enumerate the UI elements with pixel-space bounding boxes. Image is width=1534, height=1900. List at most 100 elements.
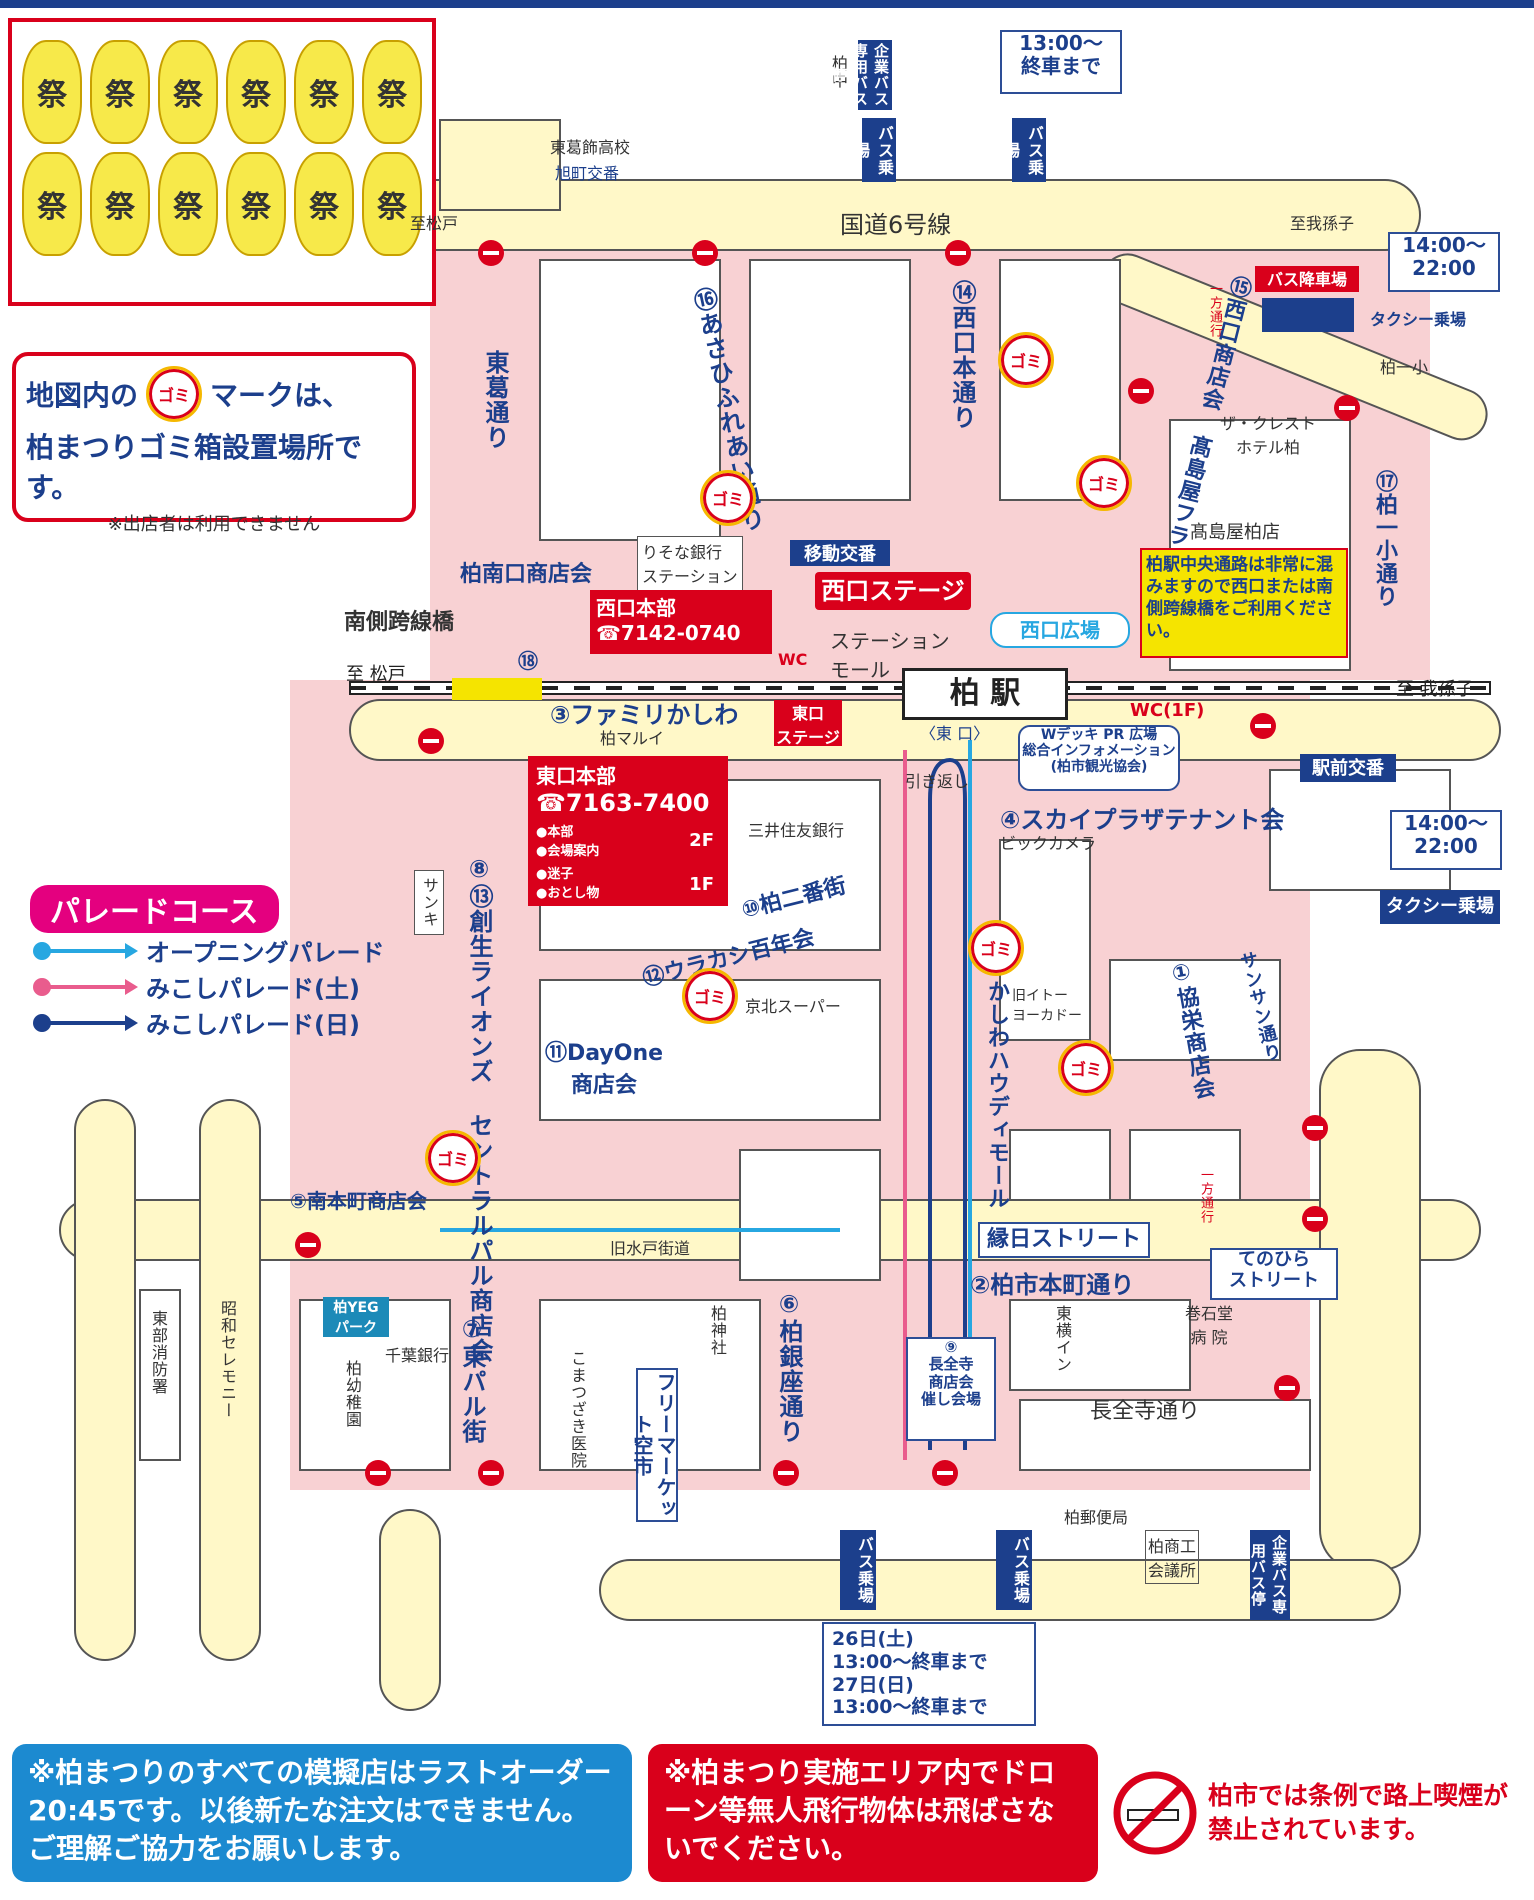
lantern-icon: 祭: [226, 152, 286, 256]
east-honbu-item: ●おとし物: [536, 886, 600, 901]
takashimaya-label: 髙島屋柏店: [1190, 522, 1280, 543]
west-plaza-box: 西口広場: [990, 612, 1130, 648]
no-entry-icon: [945, 240, 971, 266]
street-east-pal: ⑦東パル街: [458, 1315, 486, 1444]
time-box-b: 14:00〜 22:00: [1390, 810, 1502, 870]
kashiwa-chu-label: 柏中: [826, 55, 850, 89]
gomi-notice-line1: 地図内の ゴミ マークは、: [26, 366, 402, 422]
lantern-icon: 祭: [294, 40, 354, 144]
east-honbu-2f: 2F: [689, 830, 714, 851]
idou-koban: 移動交番: [790, 540, 890, 566]
no-entry-icon: [1250, 713, 1276, 739]
nishi-stage: 西口ステージ: [815, 572, 971, 610]
gomi-icon: ゴミ: [425, 1130, 481, 1186]
road-west-vertical-1: [74, 1099, 136, 1661]
kashiwa-yeg: 柏YEG パーク: [323, 1297, 389, 1337]
legend-sun-label: みこしパレード(日): [146, 1011, 360, 1039]
bus-drop-off-lot: [1262, 298, 1354, 332]
lantern-icon: 祭: [90, 40, 150, 144]
nishi-honbu: 西口本部 ☎7142-0740: [590, 590, 772, 654]
block-1: [539, 259, 721, 541]
free-market-box: フリーマーケット空市: [630, 1368, 678, 1522]
route6-label: 国道6号線: [840, 211, 952, 239]
fire-station: 東部消防署: [149, 1310, 168, 1395]
ennichi-street-box: 縁日ストリート: [978, 1222, 1150, 1258]
block-12: [1129, 1129, 1241, 1201]
oneway-2: 一方通行: [1207, 282, 1222, 338]
east-honbu-tel: ☎7163-7400: [536, 789, 710, 817]
lantern-icon: 祭: [158, 40, 218, 144]
road-bottom-vertical: [379, 1509, 441, 1711]
kashiwa-kindergarten: 柏幼稚園: [343, 1360, 362, 1428]
no-entry-icon: [1274, 1375, 1300, 1401]
bus-stop-d: バス乗場: [996, 1530, 1032, 1610]
block-17: [139, 1289, 181, 1461]
street-central-pal: ⑧⑬創生ライオンズ セントラルパル商店会: [465, 855, 493, 1363]
to-abiko-top: 至我孫子: [1290, 214, 1355, 233]
street-sky-plaza: ④スカイプラザテナント会: [1000, 806, 1285, 834]
road-top-north: [439, 119, 561, 211]
wdeck-box: Wデッキ PR 広場 総合インフォメーション (柏市観光協会): [1018, 725, 1180, 791]
gomi-notice-text4: ※出店者は利用できません: [107, 514, 321, 535]
bus-stop-c: バス乗場: [840, 1530, 876, 1610]
bus-stop-b: バス乗場: [1001, 118, 1046, 182]
street-chozenji: 長全寺通り: [1090, 1399, 1201, 1424]
gomi-icon: ゴミ: [1058, 1040, 1114, 1096]
no-entry-icon: [932, 1460, 958, 1486]
hikikaeshi-label: 引き返し: [905, 772, 970, 791]
lantern-icon: 祭: [362, 40, 422, 144]
higashi-stage: 東口 ステージ: [774, 700, 842, 747]
bic-label: ビックカメラ: [1000, 834, 1097, 853]
header-strip: [0, 0, 1534, 8]
footer-right: 柏市では条例で路上喫煙が禁止されています。: [1110, 1744, 1530, 1882]
no-entry-icon: [365, 1460, 391, 1486]
street-n18: ⑱: [518, 649, 538, 673]
corp-bus-stop-bottom: 企業バス専用バス停: [1249, 1530, 1290, 1620]
lantern-icon: 祭: [90, 152, 150, 256]
station-mall-w: ステーション モール: [830, 629, 950, 682]
lantern-icon: 祭: [226, 40, 286, 144]
keihoku-label: 京北スーパー: [745, 997, 841, 1016]
lantern-icon: 祭: [22, 40, 82, 144]
no-entry-icon: [478, 1460, 504, 1486]
street-dayone: ⑪DayOne 商店会: [545, 1041, 664, 1098]
post-office-label: 柏郵便局: [1064, 1508, 1129, 1527]
showa-ceremony: 昭和セレモニー: [218, 1300, 237, 1419]
ekimae-koban: 駅前交番: [1300, 754, 1396, 782]
chamber-label: 柏商工 会議所: [1145, 1530, 1200, 1584]
no-entry-icon: [1128, 378, 1154, 404]
parade-sun-line: [928, 757, 967, 1450]
gomi-icon: ゴミ: [968, 920, 1024, 976]
road-east-vertical: [1319, 1049, 1421, 1571]
no-entry-icon: [692, 240, 718, 266]
east-honbu-title: 東口本部: [536, 764, 616, 788]
gomi-notice-text3: 柏まつりゴミ箱設置場所です。: [26, 431, 363, 504]
no-entry-icon: [478, 240, 504, 266]
no-smoking-icon: [1113, 1771, 1197, 1855]
kashiwa-station: 柏 駅: [902, 668, 1068, 720]
legend-sat: みこしパレード(土): [30, 969, 360, 1004]
legend-opening: オープニングパレード: [30, 933, 385, 968]
gomi-icon: ゴミ: [682, 968, 738, 1024]
kashiwa-ichisho: 柏一小: [1380, 358, 1429, 377]
no-entry-icon: [773, 1460, 799, 1486]
shrine-label: 柏神社: [708, 1305, 727, 1356]
lantern-icon: 祭: [362, 152, 422, 256]
east-honbu-item: ●本部: [536, 825, 574, 840]
bottom-time-box: 26日(土) 13:00〜終車まで 27日(日) 13:00〜終車まで: [822, 1622, 1036, 1726]
makimodo-label: 巻石堂 病 院: [1185, 1304, 1234, 1347]
street-minami-honmachi: ⑤南本町商店会: [290, 1189, 427, 1213]
lantern-icon: 祭: [158, 152, 218, 256]
gomi-notice: 地図内の ゴミ マークは、 柏まつりゴミ箱設置場所です。 ※出店者は利用できませ…: [12, 352, 416, 535]
no-entry-icon: [1302, 1206, 1328, 1232]
block-11: [1009, 1129, 1111, 1201]
mitsui-label: 三井住友銀行: [748, 821, 845, 840]
east-honbu-item: ●会場案内: [536, 844, 600, 859]
bus-drop-off: バス降車場: [1255, 266, 1359, 292]
chiba-bank: 千葉銀行: [385, 1346, 450, 1365]
legend-sat-arrow-icon: [33, 977, 138, 996]
east-inn-label: 東横イン: [1053, 1305, 1072, 1373]
street-higashikatsu: 東葛通り: [481, 350, 509, 450]
wc-label: WC: [778, 650, 808, 669]
